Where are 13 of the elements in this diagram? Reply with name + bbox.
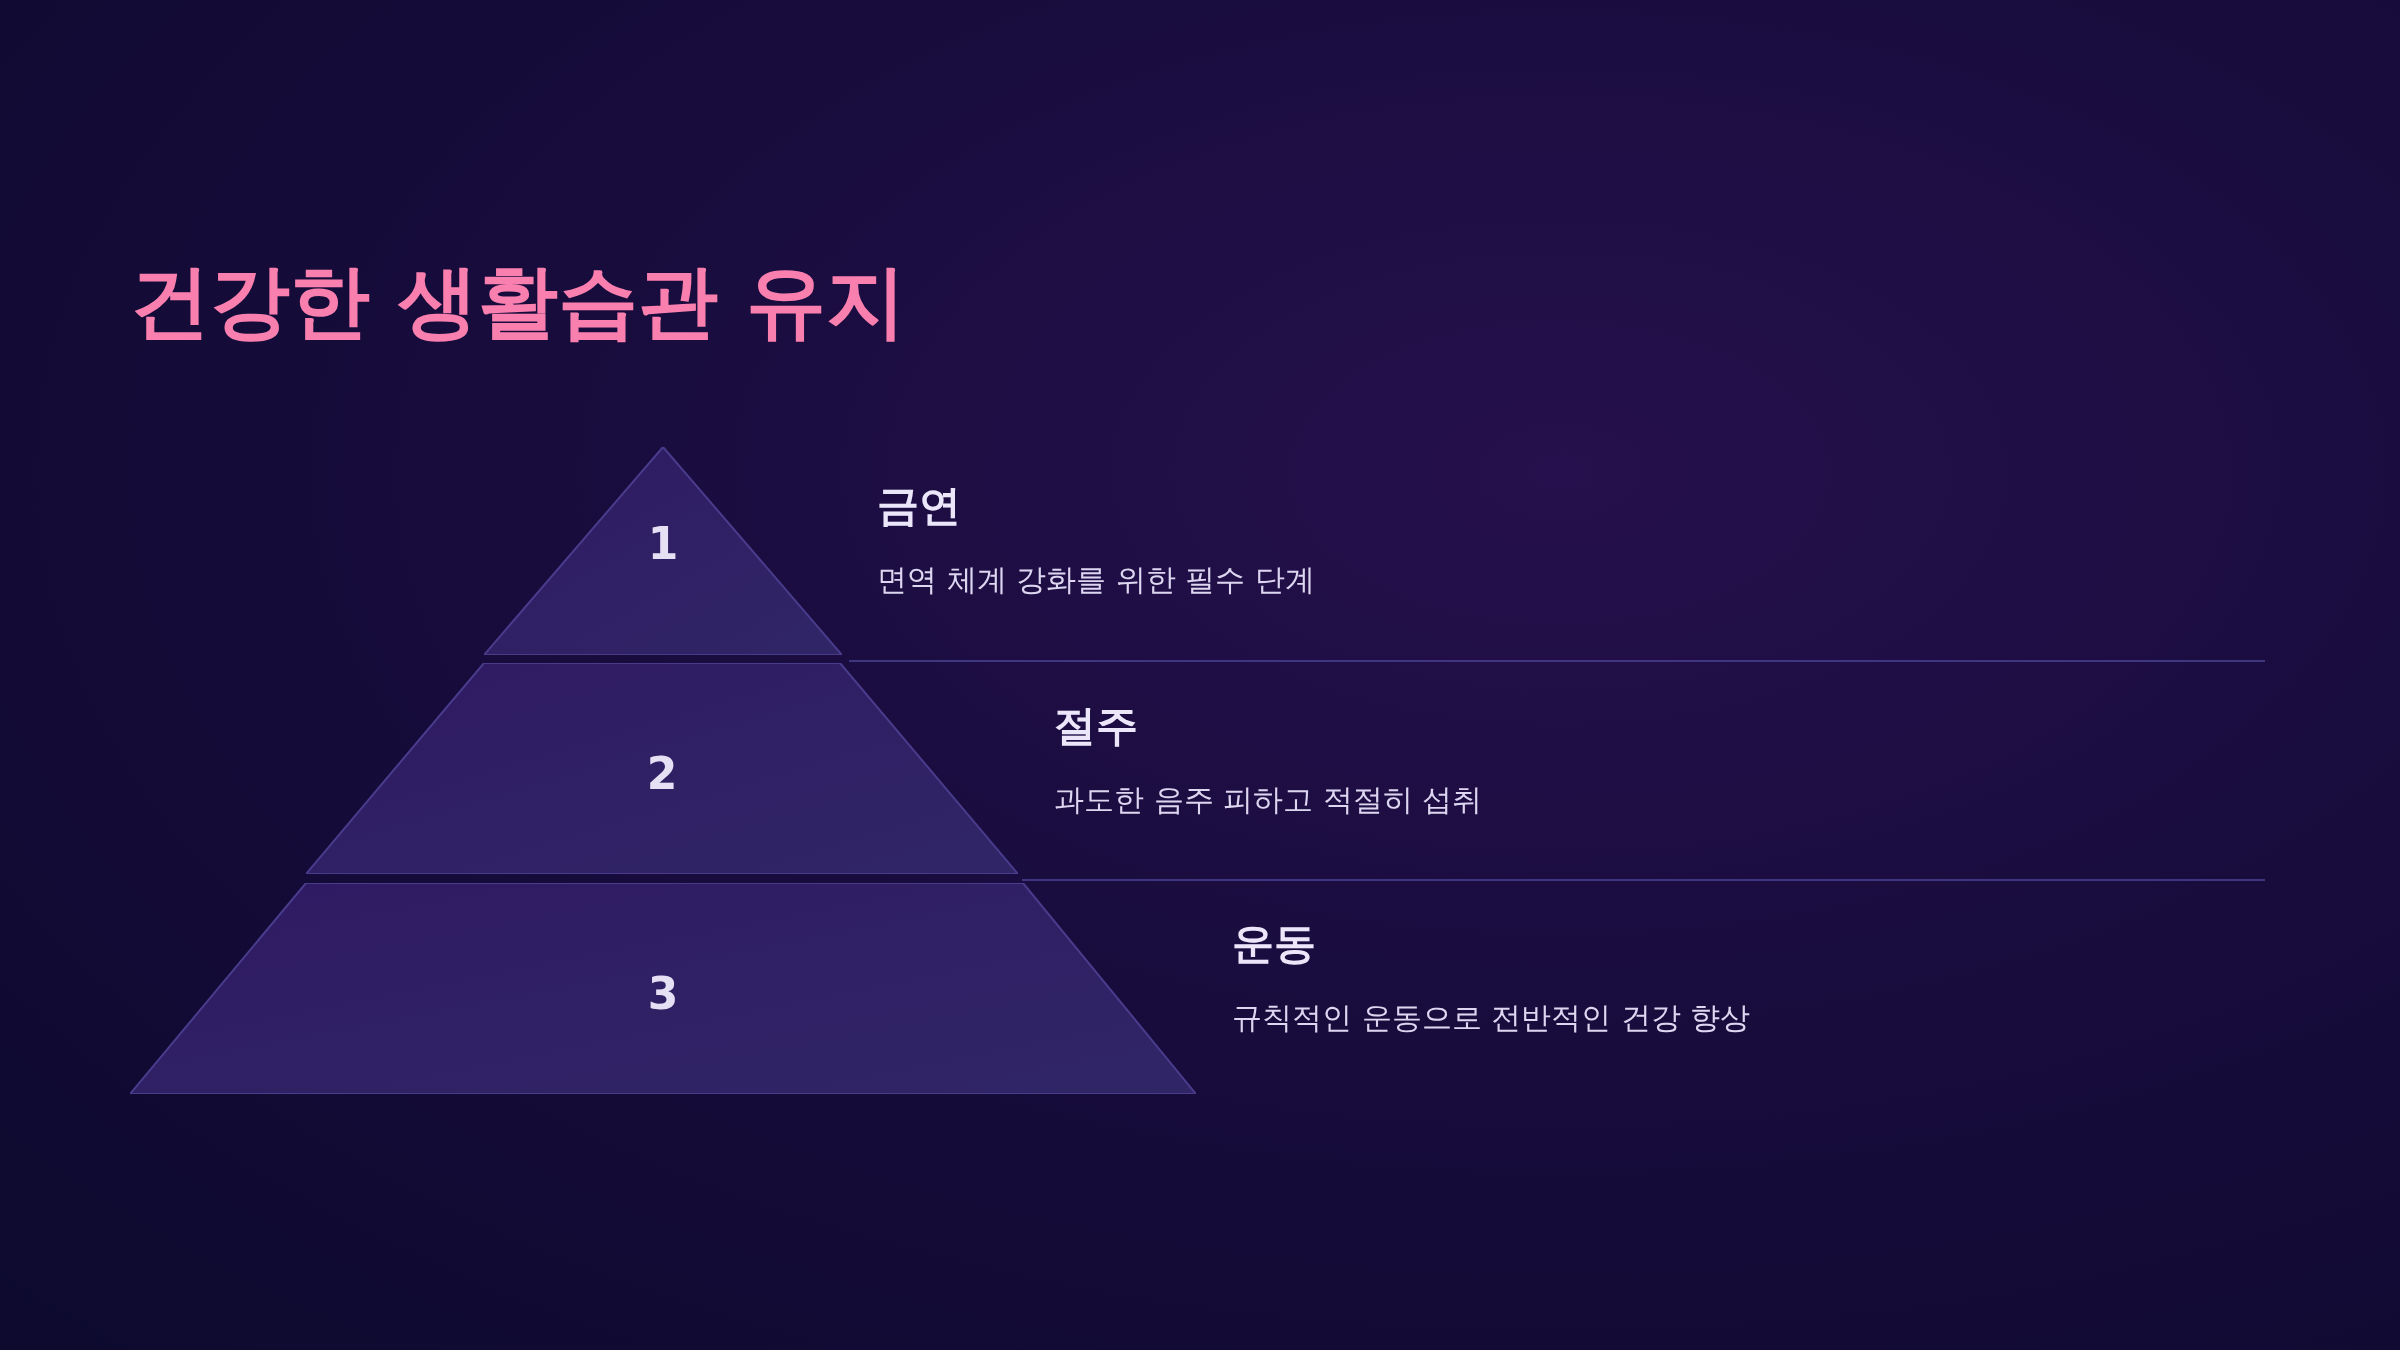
tier-description: 과도한 음주 피하고 적절히 섭취 — [1054, 780, 1483, 818]
pyramid-tier — [130, 883, 1196, 1094]
tier-description: 규칙적인 운동으로 전반적인 건강 향상 — [1232, 998, 1751, 1036]
title: 건강한 생활습관 유지 — [130, 262, 906, 342]
tier-heading: 금연 — [877, 480, 962, 532]
pyramid-tier — [484, 447, 842, 655]
pyramid-tier — [306, 663, 1018, 874]
tier-number: 2 — [646, 751, 678, 796]
tier-description: 면역 체계 강화를 위한 필수 단계 — [877, 560, 1315, 598]
tier-heading: 운동 — [1232, 918, 1317, 970]
tier-number: 3 — [647, 971, 679, 1016]
tier-number: 1 — [647, 521, 679, 566]
tier-heading: 절주 — [1054, 700, 1139, 752]
